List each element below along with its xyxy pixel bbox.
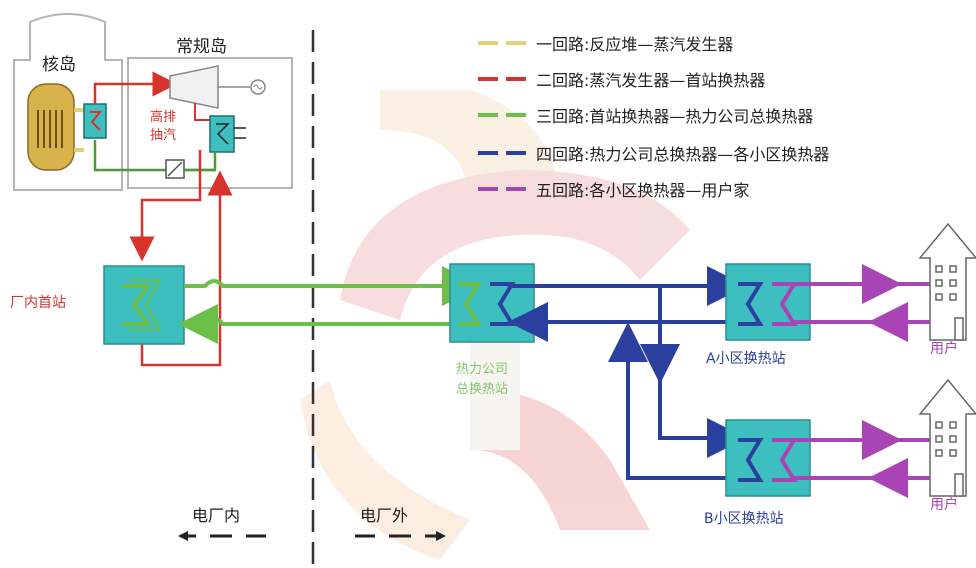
- nuclear-island-label: 核岛: [42, 55, 76, 75]
- outside-plant-label: 电厂外: [360, 506, 409, 525]
- loop2-extraction-supply: [129, 150, 202, 262]
- legend-text-loop1: 一回路:反应堆—蒸汽发生器: [536, 35, 734, 54]
- loop2-main-steam: [93, 71, 178, 104]
- legend-item-loop5: 五回路:各小区换热器—用户家: [478, 176, 749, 202]
- loop4-return-b: [608, 322, 735, 480]
- legend-item-loop2: 二回路:蒸汽发生器—首站换热器: [478, 66, 765, 92]
- legend-swatch-loop5: [478, 187, 526, 191]
- legend-swatch-loop4: [478, 151, 526, 155]
- legend-swatch-loop1: [478, 41, 526, 45]
- station-b-exchanger: [725, 419, 811, 497]
- heat-company-label-2: 总换热站: [456, 382, 509, 397]
- background-logo: [300, 90, 690, 560]
- legend-swatch-loop2: [478, 77, 526, 81]
- legend-text-loop2: 二回路:蒸汽发生器—首站换热器: [536, 71, 766, 90]
- station-a-label: A小区换热站: [706, 351, 786, 367]
- user-b-label: 用户: [930, 497, 958, 513]
- first-station-exchanger: [103, 265, 185, 345]
- hp-extraction-label-2: 抽汽: [150, 128, 177, 143]
- inside-plant-label: 电厂内: [192, 506, 241, 525]
- legend-text-loop3: 三回路:首站换热器—热力公司总换热器: [536, 107, 814, 126]
- loop3-supply: [184, 266, 482, 306]
- legend-text-loop4: 四回路:热力公司总换热器—各小区换热器: [536, 145, 830, 164]
- legend-swatch-loop3: [478, 113, 526, 117]
- heat-company-label-1: 热力公司: [456, 362, 509, 377]
- user-a-label: 用户: [930, 341, 958, 357]
- station-b-label: B小区换热站: [704, 511, 784, 527]
- conventional-island-label: 常规岛: [176, 37, 227, 57]
- loop3-return: [178, 304, 470, 344]
- steam-generator: [83, 103, 107, 139]
- loop1-pipe: [74, 108, 84, 152]
- loop4-supply-b: [658, 286, 747, 458]
- house-icon-b: [918, 378, 976, 497]
- house-icon-a: [918, 222, 976, 341]
- condenser: [209, 115, 235, 153]
- heat-company-exchanger: [449, 263, 535, 343]
- station-a-exchanger: [725, 263, 811, 341]
- first-station-label: 厂内首站: [10, 295, 66, 311]
- legend-item-loop4: 四回路:热力公司总换热器—各小区换热器: [478, 140, 829, 166]
- hp-extraction-label-1: 高排: [150, 110, 177, 125]
- turbine: [169, 65, 219, 109]
- legend-item-loop3: 三回路:首站换热器—热力公司总换热器: [478, 102, 813, 128]
- loop2-return: [140, 170, 233, 367]
- legend-text-loop5: 五回路:各小区换热器—用户家: [536, 181, 750, 200]
- legend-item-loop1: 一回路:反应堆—蒸汽发生器: [478, 30, 733, 56]
